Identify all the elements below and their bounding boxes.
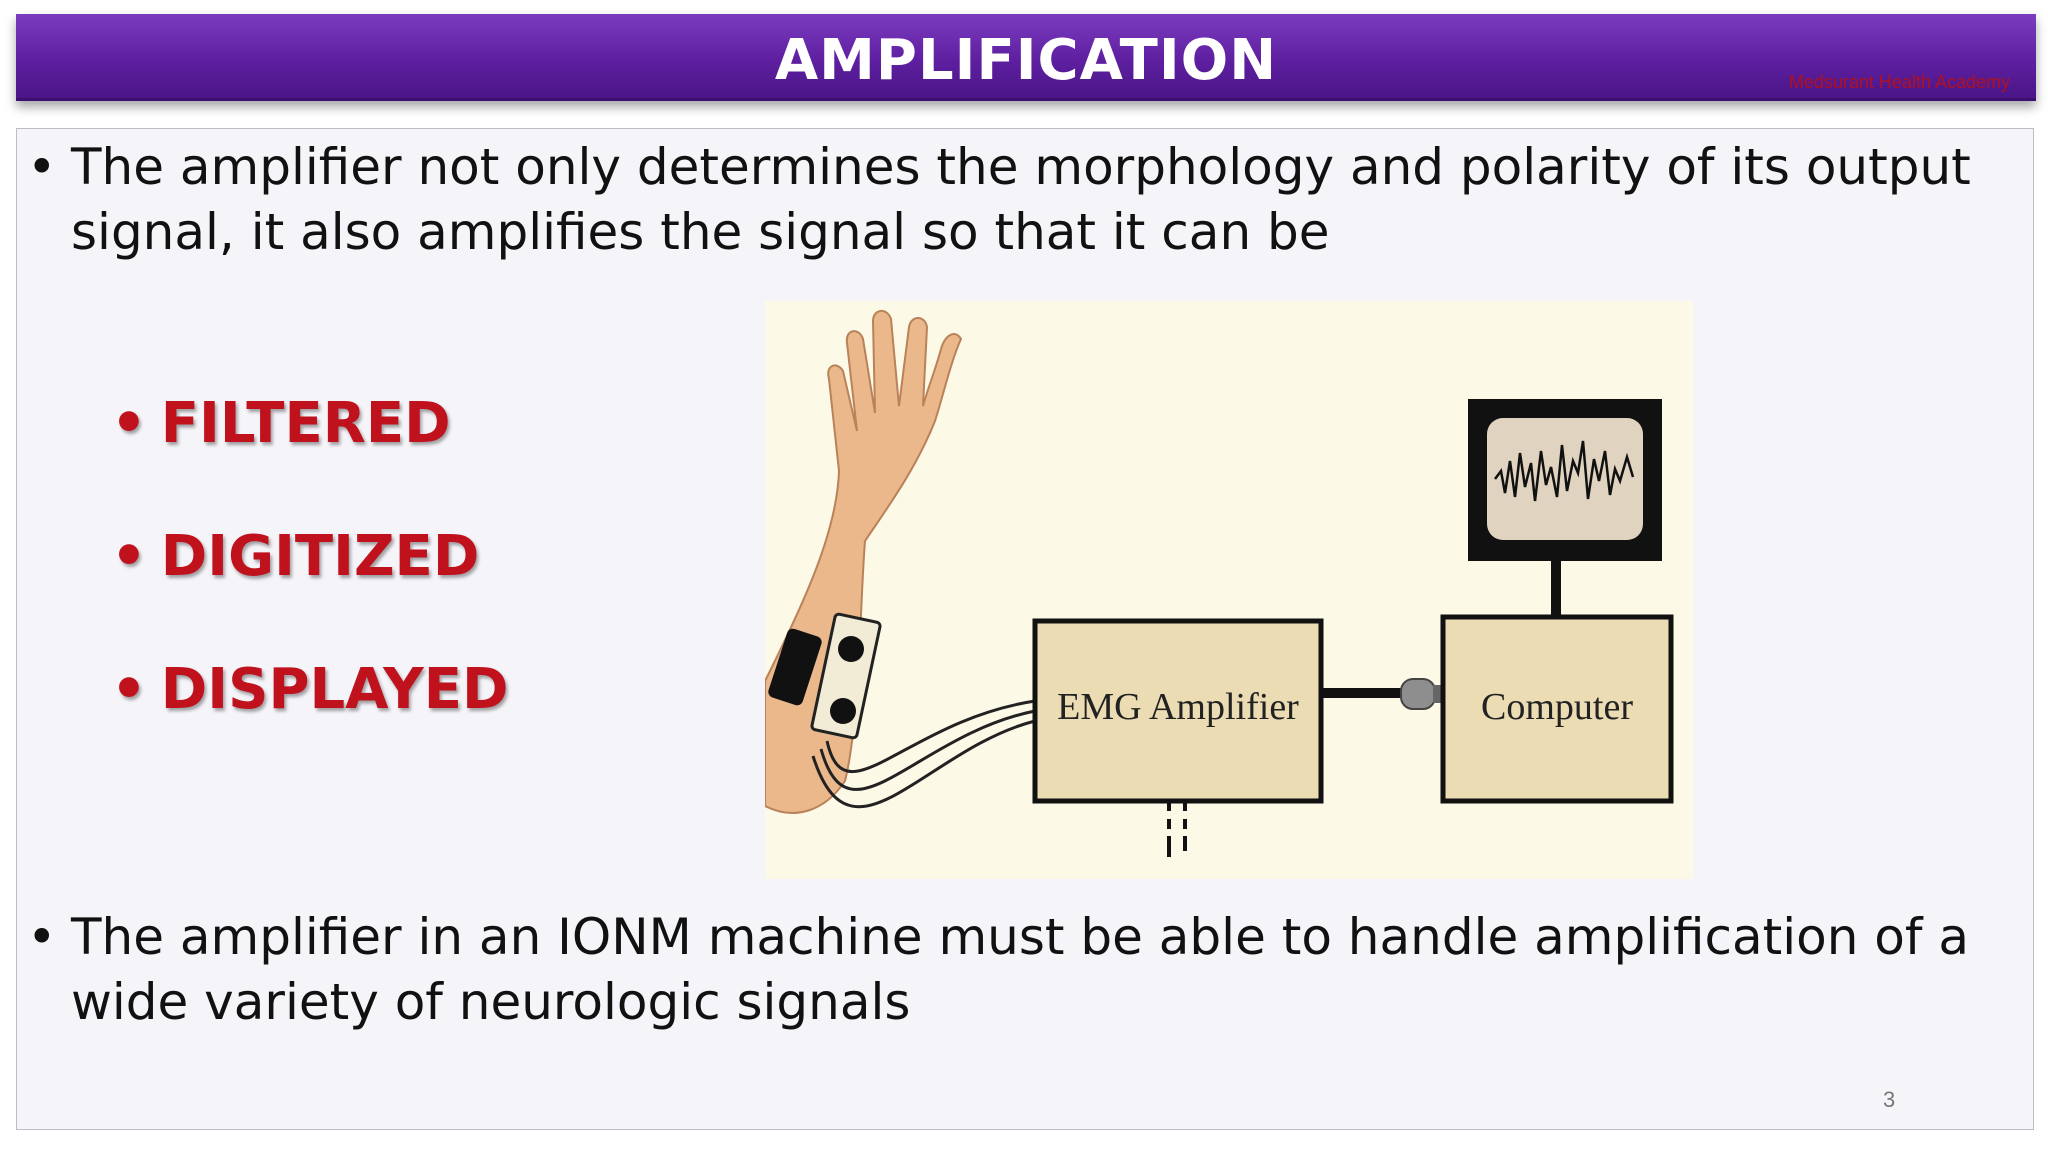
monitor-stand	[1551, 557, 1561, 619]
lead-wires	[811, 699, 1036, 809]
bullet: •	[111, 391, 147, 456]
bullet: •	[27, 138, 57, 196]
emg-diagram-svg: EMG Amplifier Computer	[764, 310, 1674, 857]
slide-title: AMPLIFICATION	[774, 28, 1278, 93]
highlight-digitized: •DIGITIZED	[111, 524, 508, 657]
bullet: •	[111, 657, 147, 722]
monitor-icon	[1468, 399, 1662, 561]
emg-diagram: EMG Amplifier Computer	[764, 301, 1693, 879]
highlight-label: DIGITIZED	[160, 524, 480, 589]
slide-body: • The amplifier not only determines the …	[16, 128, 2034, 1130]
brand-watermark: Medsurant Health Academy	[1788, 72, 2010, 92]
paragraph-1-text: The amplifier not only determines the mo…	[71, 138, 1971, 261]
emg-amplifier-label: EMG Amplifier	[1057, 686, 1299, 728]
emg-amplifier-box	[1032, 618, 1324, 804]
title-bar: AMPLIFICATION Medsurant Health Academy	[16, 14, 2036, 101]
highlight-list: •FILTERED •DIGITIZED •DISPLAYED	[111, 391, 508, 790]
page-number: 3	[1883, 1087, 1896, 1112]
electrode-icon	[768, 612, 882, 740]
paragraph-2-text: The amplifier in an IONM machine must be…	[71, 908, 1969, 1031]
highlight-filtered: •FILTERED	[111, 391, 508, 524]
paragraph-1: • The amplifier not only determines the …	[27, 135, 1971, 265]
highlight-label: DISPLAYED	[160, 657, 509, 722]
paragraph-2: • The amplifier in an IONM machine must …	[27, 905, 1971, 1035]
computer-box	[1440, 614, 1674, 804]
computer-label: Computer	[1481, 686, 1633, 728]
highlight-displayed: •DISPLAYED	[111, 657, 508, 790]
cable-connector	[1321, 678, 1443, 710]
highlight-label: FILTERED	[160, 391, 451, 456]
bullet: •	[27, 908, 57, 966]
ground-connector	[1167, 801, 1187, 857]
bullet: •	[111, 524, 147, 589]
